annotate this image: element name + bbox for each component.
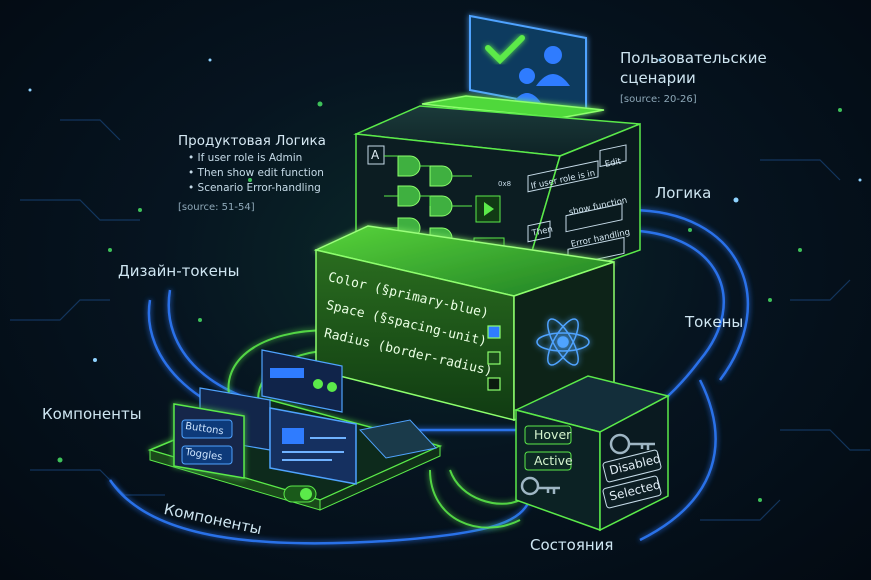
play-icon — [484, 202, 494, 216]
product-logic-bullets: If user role is Admin Then show edit fun… — [178, 151, 326, 196]
state-hover: Hover — [534, 427, 572, 442]
states-label: Состояния — [530, 536, 614, 554]
user-scenarios-monitor — [421, 14, 605, 119]
gate-output-label: 0x8 — [498, 180, 512, 188]
user-scenarios-label: Пользовательские сценарии [source: 20-26… — [620, 48, 767, 110]
logic-label: Логика — [655, 184, 712, 202]
components-left-label: Компоненты — [42, 405, 142, 423]
user-icon — [512, 46, 570, 104]
design-tokens-label: Дизайн-токены — [118, 262, 240, 280]
gate-a-letter: A — [371, 148, 380, 162]
tokens-cube — [313, 225, 615, 422]
checkmark-icon — [485, 35, 525, 65]
product-logic-source: [source: 51-54] — [178, 202, 255, 213]
product-logic-bullet: Then show edit function — [188, 166, 326, 181]
component-cards — [173, 349, 437, 503]
tokens-label: Токены — [685, 313, 744, 331]
user-scenarios-title-line1: Пользовательские — [620, 49, 767, 67]
atom-icon — [536, 318, 590, 366]
sparkles — [28, 58, 862, 362]
user-scenarios-title-line2: сценарии — [620, 69, 696, 87]
user-scenarios-source: [source: 20-26] — [620, 94, 697, 105]
state-active: Active — [534, 453, 573, 468]
token-squares — [487, 325, 501, 391]
key-icon-bottom — [520, 476, 560, 496]
product-logic-bullet: If user role is Admin — [188, 151, 326, 166]
states-cube — [513, 375, 671, 532]
logic-flow-boxes — [527, 144, 627, 266]
product-logic-label: Продуктовая Логика If user role is Admin… — [178, 133, 326, 213]
gate-wires — [384, 155, 472, 229]
product-logic-bullet: Scenario Error-handling — [188, 181, 326, 196]
gate-a-box — [367, 145, 385, 165]
product-logic-title: Продуктовая Логика — [178, 133, 326, 149]
key-icon-top — [609, 433, 655, 455]
